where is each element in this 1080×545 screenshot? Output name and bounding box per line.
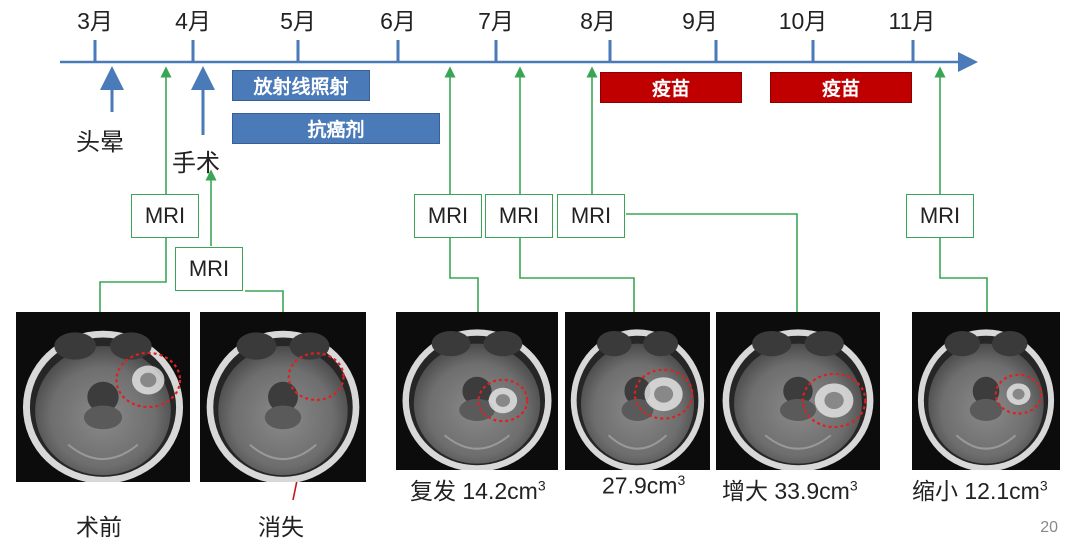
anticancer-bar: 抗癌剂 <box>232 113 440 144</box>
mri-scan-image <box>396 312 558 470</box>
mri-scan-image <box>716 312 880 470</box>
caption-second: 27.9cm3 <box>602 472 686 499</box>
mri-box: MRI <box>557 194 625 238</box>
radiation-bar: 放射线照射 <box>232 70 370 101</box>
vaccine-bar-1: 疫苗 <box>600 72 742 103</box>
mri-box: MRI <box>175 247 243 291</box>
mri-scan-image <box>16 312 190 482</box>
mri-box: MRI <box>906 194 974 238</box>
mri-scan-image <box>565 312 710 470</box>
mri-box: MRI <box>414 194 482 238</box>
surgery-label: 手术 <box>172 150 220 177</box>
mri-scan-image <box>200 312 366 482</box>
mri-box: MRI <box>131 194 199 238</box>
month-label: 6月 <box>380 8 416 34</box>
month-label: 4月 <box>175 8 211 34</box>
mri-scan-image <box>912 312 1060 470</box>
month-label: 11月 <box>888 8 936 34</box>
month-label: 8月 <box>580 8 616 34</box>
dizziness-label: 头晕 <box>76 129 124 156</box>
page-number: 20 <box>1040 519 1058 536</box>
month-label: 5月 <box>280 8 316 34</box>
caption-disappeared: 消失 <box>258 514 304 540</box>
caption-pre-op: 术前 <box>76 514 122 540</box>
vaccine-bar-2: 疫苗 <box>770 72 912 103</box>
month-label: 7月 <box>478 8 514 34</box>
timeline-ticks <box>93 40 915 62</box>
mri-box: MRI <box>485 194 553 238</box>
caption-relapse: 复发 14.2cm3 <box>410 477 546 504</box>
month-label: 9月 <box>682 8 718 34</box>
caption-shrunk: 缩小 12.1cm3 <box>912 477 1048 504</box>
month-label: 3月 <box>77 8 113 34</box>
caption-enlarged: 增大 33.9cm3 <box>722 477 858 504</box>
month-label: 10月 <box>778 8 828 34</box>
